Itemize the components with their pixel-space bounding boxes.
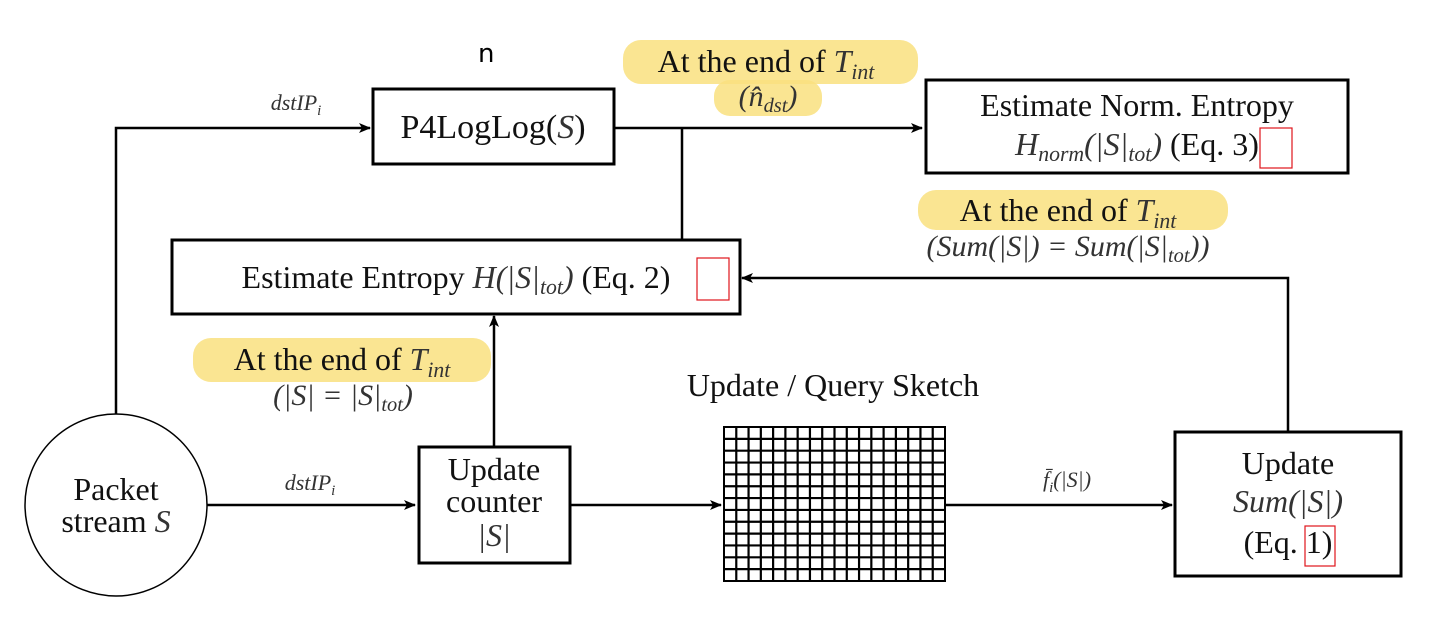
arrow-packet-to-p4loglog: [114, 123, 371, 414]
annotation-end-right-note: (Sum(|S|) = Sum(|S|tot)): [926, 230, 1209, 267]
edge-label-dstip-bottom: dstIPi: [285, 470, 336, 499]
update-sum-box: Update Sum(|S|) (Eq. 1): [1173, 430, 1403, 578]
p4loglog-label: P4LogLog(S): [400, 109, 585, 146]
packet-stream-line1: Packet: [73, 471, 158, 507]
update-counter-line3: |S|: [477, 517, 511, 553]
eq3-ref-box: [1259, 127, 1293, 169]
arrow-sum-to-entropy: [741, 273, 1290, 432]
estimate-norm-line2: Hnorm(|S|tot) (Eq. 3): [1014, 126, 1259, 166]
stray-label: n: [478, 39, 494, 69]
update-counter-line1: Update: [448, 451, 540, 487]
update-sum-line3: (Eq. 1): [1244, 524, 1333, 560]
annotation-end-left: At the end of Tint: [234, 341, 452, 382]
edge-label-dstip-top: dstIPi: [271, 90, 322, 119]
estimate-norm-line1: Estimate Norm. Entropy: [980, 87, 1294, 123]
estimate-entropy-label: Estimate Entropy H(|S|tot) (Eq. 2): [242, 259, 671, 299]
annotation-end-top: At the end of Tint: [658, 43, 876, 84]
connectors: [114, 123, 1290, 510]
estimate-norm-entropy-box: Estimate Norm. Entropy Hnorm(|S|tot) (Eq…: [924, 78, 1350, 175]
update-counter-line2: counter: [446, 483, 542, 519]
p4loglog-box: P4LogLog(S): [371, 87, 616, 166]
highlight-annotations: [193, 40, 1228, 382]
estimate-entropy-box: Estimate Entropy H(|S|tot) (Eq. 2): [170, 238, 742, 316]
packet-stream-line2: stream S: [61, 503, 170, 539]
update-sum-line1: Update: [1242, 445, 1334, 481]
annotation-end-left-note: (|S| = |S|tot): [273, 379, 413, 416]
eq2-ref-box: [696, 257, 730, 301]
annotation-end-right: At the end of Tint: [960, 192, 1178, 233]
sketch-title: Update / Query Sketch: [687, 367, 979, 403]
annotation-end-top-note: (n̂dst): [739, 80, 798, 117]
update-sum-line2: Sum(|S|): [1233, 483, 1343, 519]
eq1-ref-box: [1304, 525, 1336, 567]
edge-label-fbar: f̄i(|S|): [1043, 467, 1091, 496]
update-counter-box: Update counter |S|: [417, 445, 572, 565]
sketch-grid: [723, 426, 946, 582]
packet-stream-node: Packet stream S: [24, 413, 208, 597]
